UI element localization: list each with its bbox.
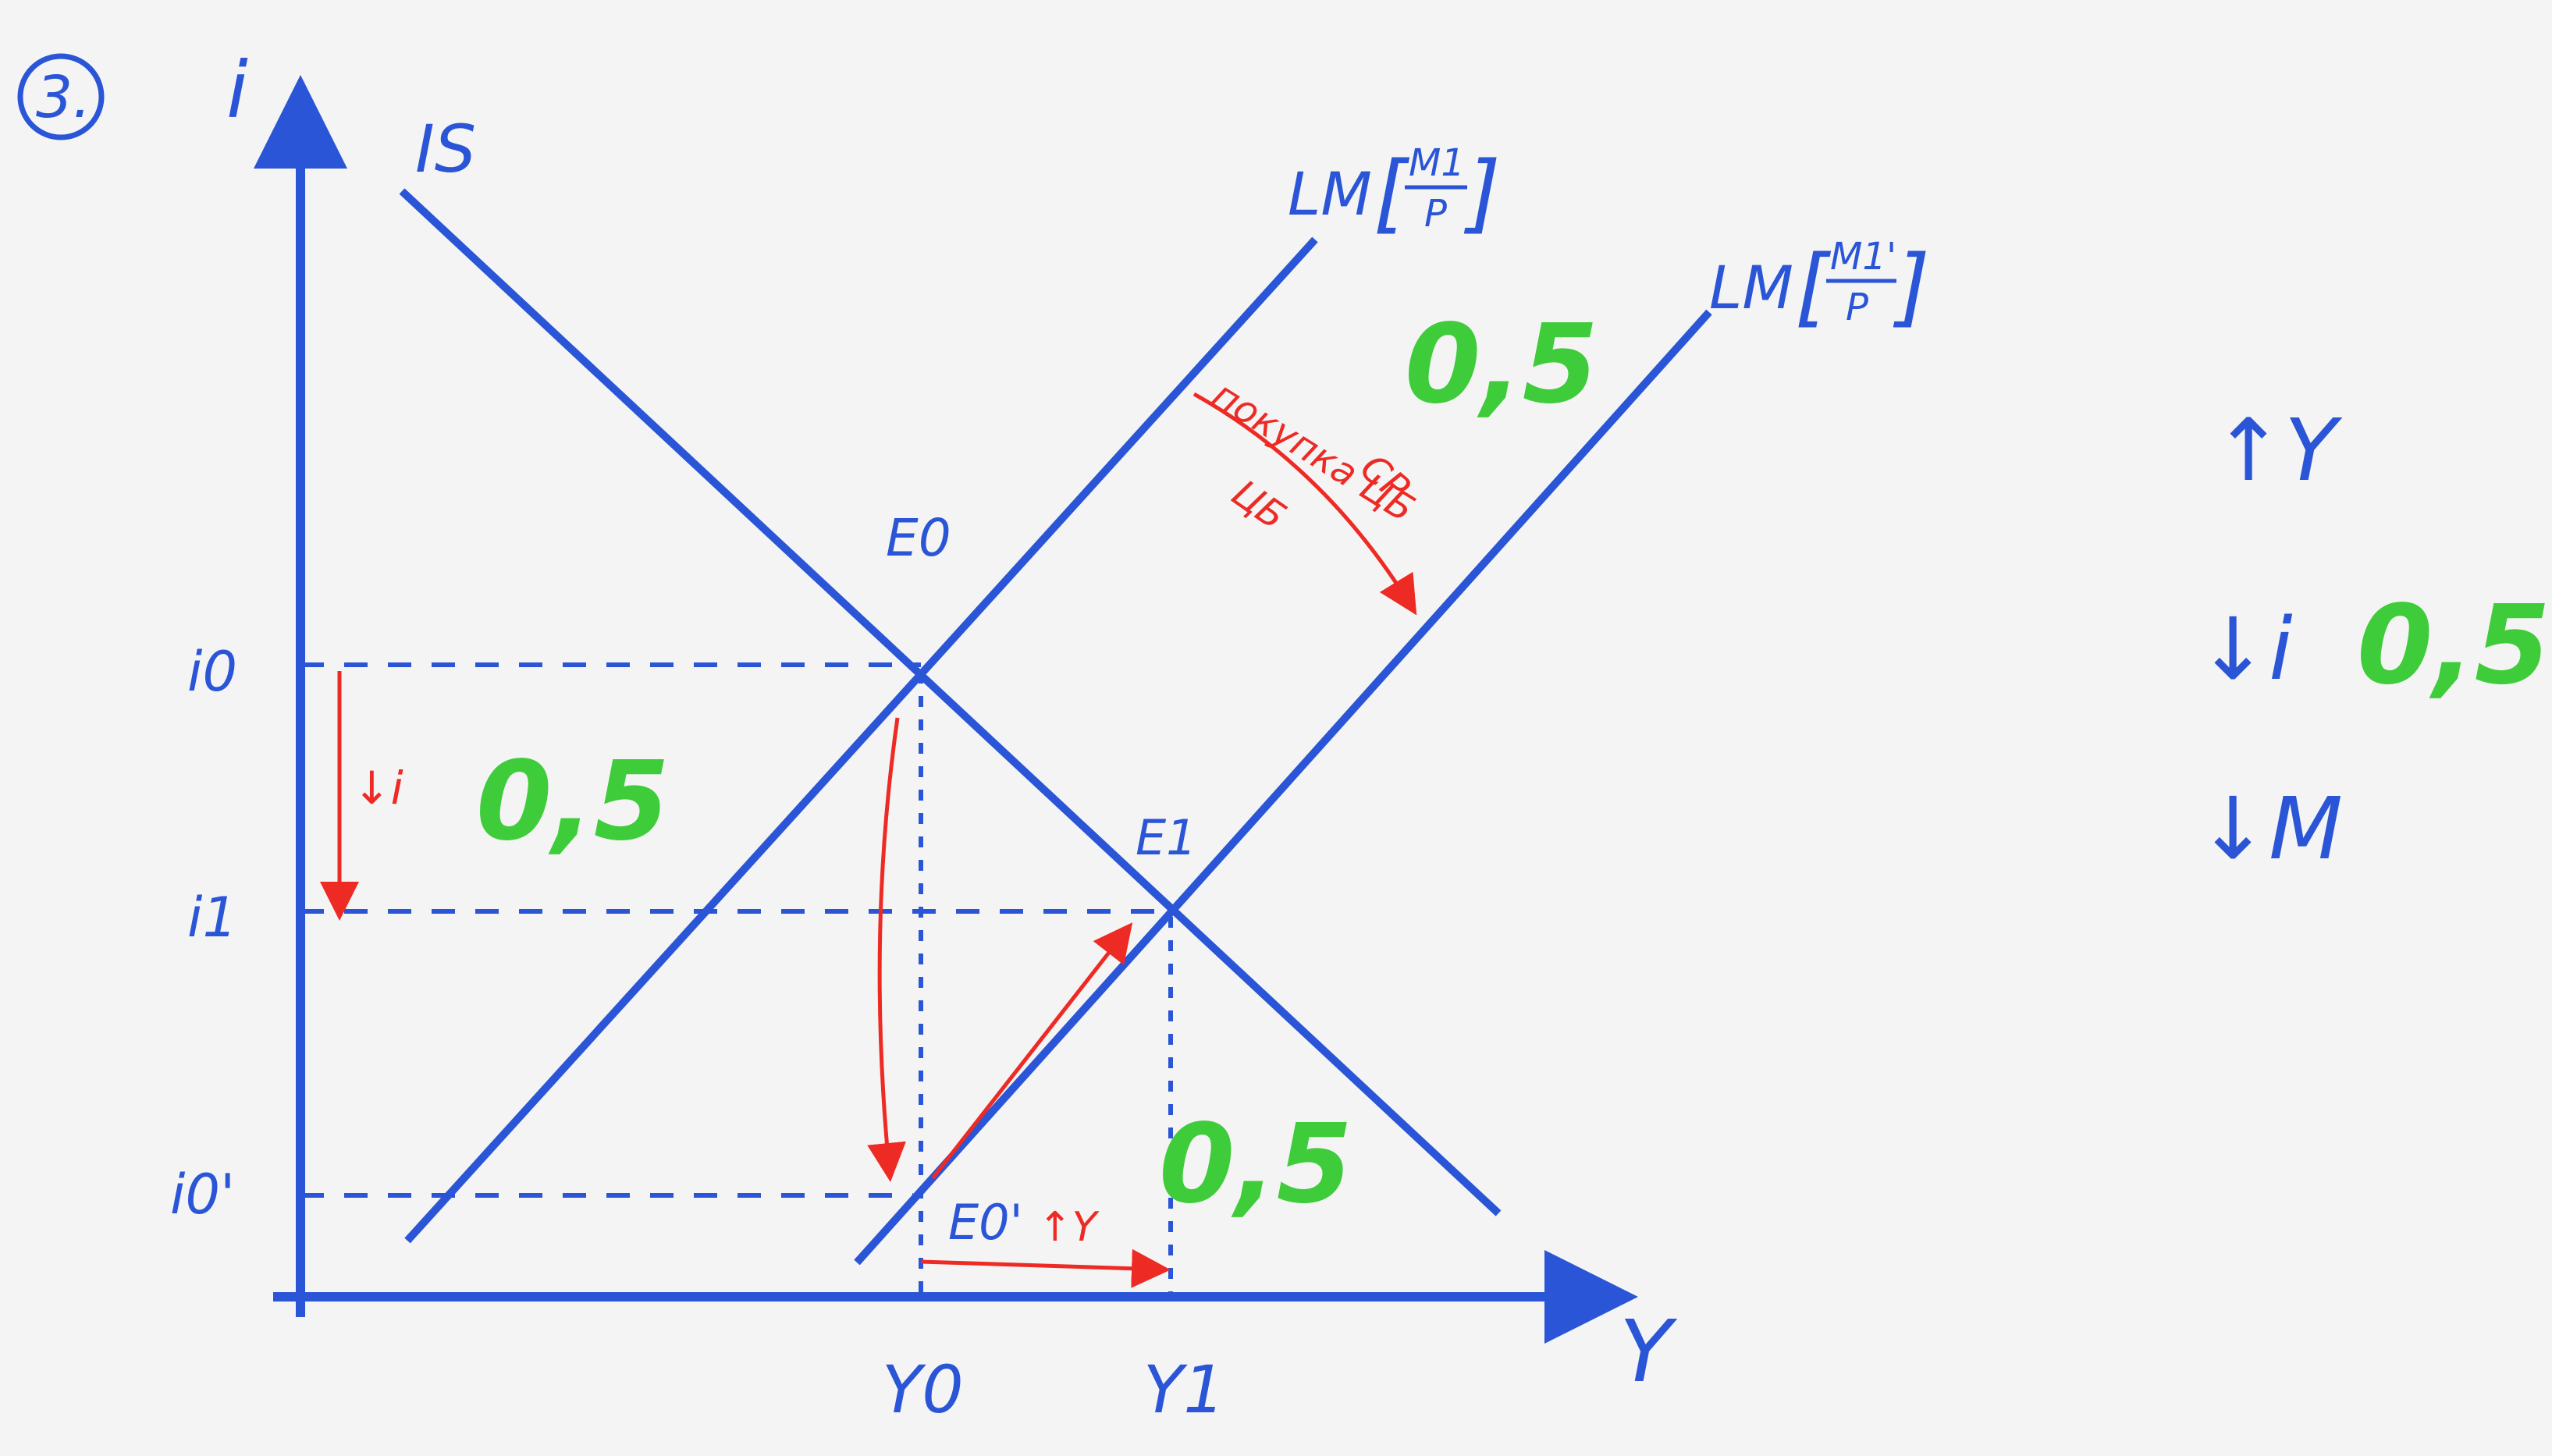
score-i-decrease: 0,5: [476, 738, 670, 865]
problem-number: 3.: [36, 64, 91, 131]
point-e0-prime-label: E0': [948, 1194, 1023, 1251]
projection-lines: [300, 662, 1173, 1297]
point-e0-label: E0: [886, 508, 951, 568]
shift-annotations: [320, 392, 1417, 1288]
lm1-bracket-left: [: [1795, 236, 1832, 336]
lm-shift-arrow: [1192, 392, 1417, 616]
score-summary: 0,5: [2357, 582, 2550, 709]
point-e1-label: E1: [1136, 809, 1197, 866]
y-increase-arrow: [920, 1248, 1171, 1288]
is-label: IS: [415, 111, 476, 187]
lm0-bracket-left: [: [1374, 143, 1410, 243]
score-lm-shift: 0,5: [1405, 301, 1598, 428]
lm0-denominator: P: [1424, 192, 1447, 236]
tick-i0-prime: i0': [170, 1163, 235, 1227]
lm1-bracket-right: ]: [1893, 236, 1930, 336]
summary-i-down: ↓i: [2197, 599, 2293, 699]
problem-number-circle: [17, 53, 105, 140]
lm1-denominator: P: [1846, 286, 1868, 329]
x-axis-label: Y: [1619, 1302, 1678, 1401]
lm0-prefix: LM: [1288, 159, 1372, 229]
e0-to-e0-prime-arrow: [867, 717, 906, 1182]
tick-y0: Y0: [882, 1351, 964, 1428]
y-increase-label: ↑Y: [1038, 1204, 1100, 1251]
shift-text-2: ЦБ: [1224, 471, 1294, 538]
lm0-label: LM [ M1 P ]: [1288, 141, 1501, 243]
tick-i0: i0: [187, 640, 237, 704]
i-decrease-label: ↓i: [353, 762, 403, 815]
tick-y1: Y1: [1143, 1351, 1225, 1428]
lm0-bracket-right: ]: [1463, 143, 1501, 243]
lm1-label: LM [ M1' P ]: [1709, 235, 1930, 336]
e0-prime-to-e1-arrow: [931, 922, 1133, 1180]
summary-m-down: ↓M: [2197, 779, 2343, 879]
tick-i1: i1: [187, 886, 237, 950]
score-y-increase: 0,5: [1159, 1101, 1352, 1228]
y-axis-label: i: [226, 44, 248, 136]
lm-curve-initial: [404, 236, 1318, 1244]
summary-y-up: ↑Y: [2213, 400, 2343, 500]
lm1-prefix: LM: [1709, 253, 1793, 322]
is-curve: [399, 188, 1502, 1216]
lm0-numerator: M1: [1409, 141, 1465, 185]
lm-curve-shifted: [854, 309, 1712, 1266]
lm1-numerator: M1': [1830, 235, 1896, 279]
